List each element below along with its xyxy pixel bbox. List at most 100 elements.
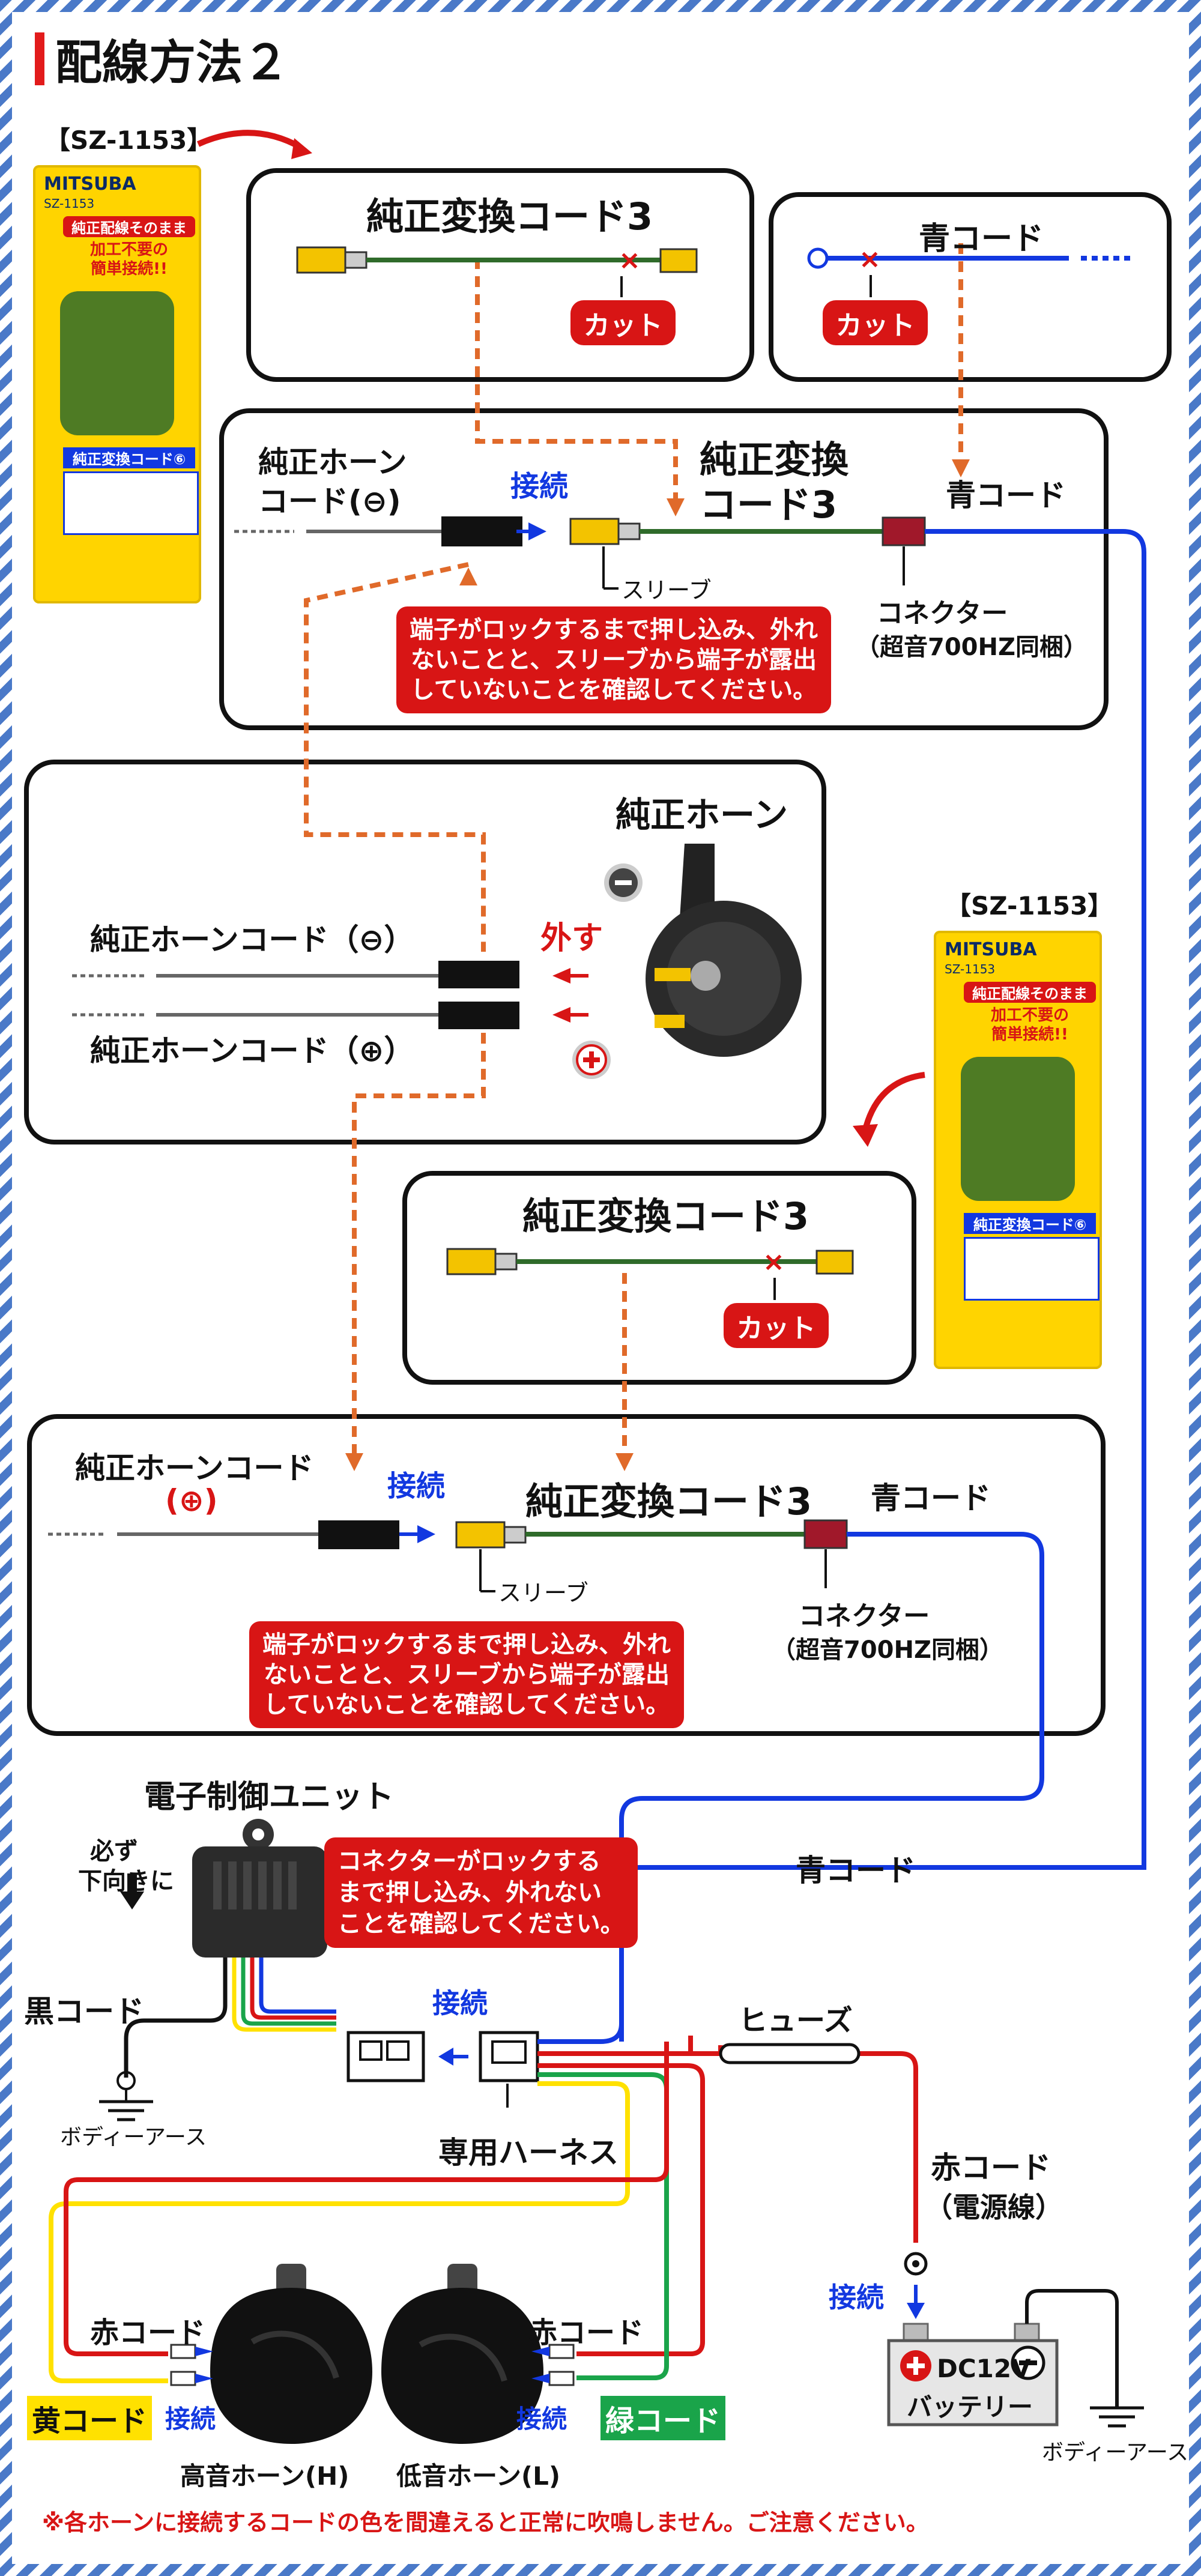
box2-title: 青コード (919, 221, 1044, 257)
box6-blue-label: 青コード (871, 1481, 991, 1516)
low-horn-label: 低音ホーン(L) (396, 2461, 561, 2491)
package-brand: MITSUBA (945, 939, 1037, 960)
box6-sleeve-label: スリーブ (498, 1580, 588, 1606)
box6-callout: 端子がロックするまで押し込み、外れ ないことと、スリーブから端子が露出 していな… (249, 1621, 684, 1728)
yellow-cord-label: 黄コード (27, 2396, 153, 2440)
package-banner-1: 純正配線そのまま (964, 982, 1096, 1003)
package-banner-1: 純正配線そのまま (63, 216, 195, 237)
box1-cord: × (296, 245, 698, 297)
box3-connector-label: コネクター (877, 598, 1008, 629)
guide-arrowheads (345, 459, 970, 1471)
green-cord-label: 緑コード (600, 2396, 726, 2440)
box6-horn-cord: 純正ホーンコード (75, 1451, 314, 1486)
package-card: 純正変換コード⑥ (964, 1213, 1096, 1234)
box6-plus: (⊕) (165, 1483, 218, 1518)
harness-connect-label: 接続 (432, 1987, 488, 2019)
blue-cord-bottom-label: 青コード (796, 1853, 916, 1888)
box3-wiring (234, 516, 1123, 590)
must-label-2: 下向きに (78, 1867, 174, 1895)
box3-conv-title-2: コード3 (700, 483, 838, 527)
product-package-mid: MITSUBA SZ-1153 純正配線そのまま 加工不要の 簡単接続!! 純正… (934, 931, 1102, 1369)
battery-voltage: DC12V (937, 2354, 1031, 2383)
package-brand: MITSUBA (44, 174, 136, 195)
box1-title: 純正変換コード3 (366, 195, 653, 238)
box4-cord-minus: 純正ホーンコード（⊖） (90, 922, 414, 957)
ecu-callout: コネクターがロックする まで押し込み、外れない ことを確認してください。 (324, 1837, 638, 1948)
ecu-harness-wires (124, 1958, 336, 2078)
box6-connect-label: 接続 (387, 1469, 446, 1503)
harness-connectors (346, 2031, 539, 2108)
power-line-label: （電源線） (925, 2191, 1063, 2224)
box6-wiring (48, 1519, 1021, 1592)
box6-connector-note: （超音700HZ同梱） (772, 1636, 1003, 1664)
svg-text:×: × (763, 1247, 785, 1277)
box2-cord: × (807, 244, 1135, 297)
second-cut-cord-box (402, 1171, 916, 1385)
svg-text:×: × (859, 244, 881, 274)
minus-symbol: (⊖) (348, 484, 401, 519)
box4-title: 純正ホーン (616, 794, 788, 835)
blue-cord-cut-box (769, 192, 1172, 382)
red-power-label: 赤コード (931, 2150, 1051, 2185)
title-text: 配線方法２ (55, 36, 290, 90)
left-horn-connect-label: 接続 (165, 2404, 216, 2434)
box3-horn-cord: 純正ホーン (258, 445, 407, 480)
harness-label: 専用ハーネス (438, 2135, 619, 2170)
red-cord-right-label: 赤コード (528, 2316, 644, 2350)
page-title: 配線方法２ (24, 29, 289, 90)
high-horn-label: 高音ホーン(H) (180, 2461, 349, 2491)
battery-connect-label: 接続 (829, 2281, 884, 2314)
body-earth-left-label: ボディーアース (60, 2125, 207, 2150)
box5-title: 純正変換コード3 (522, 1194, 809, 1238)
box1-cut-badge: カット (570, 300, 676, 345)
svg-text:×: × (619, 245, 641, 276)
box4-cord-plus: 純正ホーンコード（⊕） (90, 1033, 414, 1068)
box4-wiring (72, 844, 802, 1079)
package-banner-3: 簡単接続!! (991, 1026, 1068, 1044)
package-banner-3: 簡単接続!! (91, 260, 168, 278)
must-label-1: 必ず (90, 1837, 138, 1865)
box3-horn-cord-2: コード(⊖) (258, 477, 401, 521)
box3-callout: 端子がロックするまで押し込み、外れ ないことと、スリーブから端子が露出 していな… (396, 606, 831, 713)
red-cord-left-label: 赤コード (90, 2316, 206, 2350)
title-accent-bar (35, 32, 44, 85)
guide-lines (304, 243, 963, 1453)
box5-cord: × (446, 1247, 854, 1300)
horn-low-drawing (381, 2264, 575, 2444)
blue-cord-route-2 (619, 1532, 1044, 1820)
package-label-mid: 【SZ-1153】 (946, 891, 1113, 921)
package-arrow-2 (862, 1072, 925, 1133)
package-model: SZ-1153 (945, 962, 996, 976)
box6-connector-label: コネクター (799, 1601, 930, 1631)
horn-high-drawing (170, 2264, 372, 2444)
ecu-label: 電子制御ユニット (144, 1779, 395, 1815)
package-card: 純正変換コード⑥ (63, 447, 195, 468)
package-arrow-1 (196, 130, 302, 150)
footer-note: ※各ホーンに接続するコードの色を間違えると正常に吹鳴しません。ご注意ください。 (42, 2509, 929, 2536)
earth-symbol-left (99, 2071, 153, 2121)
package-banner-2: 加工不要の (89, 241, 168, 259)
battery-label: バッテリー (907, 2392, 1033, 2422)
black-cord-label: 黒コード (24, 1994, 144, 2029)
box2-cut-badge: カット (823, 300, 928, 345)
package-model: SZ-1153 (44, 196, 95, 211)
ecu-drawing (120, 1819, 327, 1958)
battery-drawing (887, 2252, 1144, 2428)
body-earth-right-label: ボディーアース (1042, 2440, 1189, 2465)
box3-conv-title-1: 純正変換 (700, 438, 849, 482)
cut-conversion-cord-box (246, 168, 754, 382)
plus-connection-box (27, 1414, 1106, 1736)
box3-connector-note: （超音700HZ同梱） (856, 633, 1088, 661)
box6-title: 純正変換コード3 (525, 1480, 812, 1523)
box5-cut-badge: カット (724, 1303, 829, 1348)
right-horn-connect-label: 接続 (516, 2404, 567, 2434)
package-label-top: 【SZ-1153】 (45, 125, 213, 155)
fuse-label: ヒューズ (739, 2004, 853, 2037)
box3-sleeve-label: スリーブ (622, 577, 712, 603)
box4-remove-label: 外す (540, 921, 604, 957)
fuse-drawing (719, 2043, 861, 2064)
product-package-top: MITSUBA SZ-1153 純正配線そのまま 加工不要の 簡単接続!! 純正… (33, 165, 201, 603)
box3-cord-word: コード (258, 484, 348, 519)
